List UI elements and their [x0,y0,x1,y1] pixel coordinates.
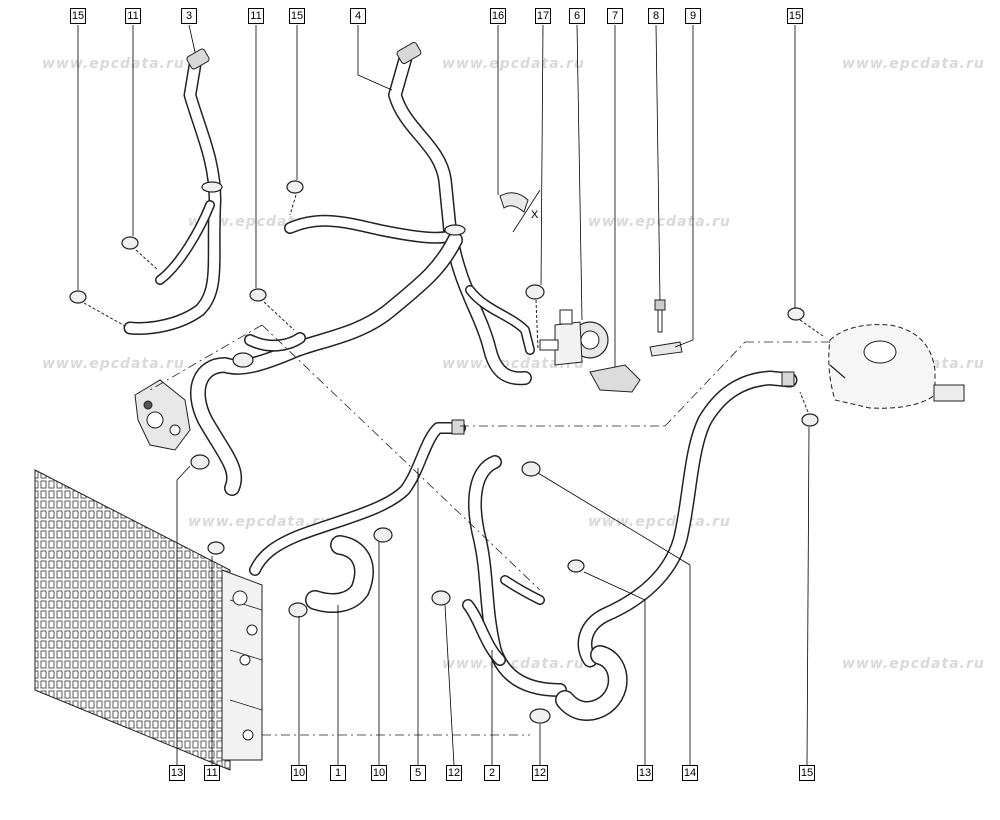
callout-7: 7 [607,8,623,24]
callout-17: 17 [535,8,551,24]
callout-16: 16 [490,8,506,24]
watermark: www.epcdata.ru [842,656,985,672]
watermark: www.epcdata.ru [188,514,331,530]
coolant-hoses [123,53,798,721]
callout-10: 10 [371,765,387,781]
callout-11: 11 [248,8,264,24]
watermark: www.epcdata.ru [842,56,985,72]
watermark: www.epcdata.ru [588,514,731,530]
watermark: www.epcdata.ru [442,356,585,372]
clamp-arrows [83,194,824,413]
callout-5: 5 [410,765,426,781]
watermark: www.epcdata.ru [442,656,585,672]
watermark: www.epcdata.ru [42,356,185,372]
callout-10: 10 [291,765,307,781]
assembly-lines [149,324,832,736]
radiator [34,469,263,771]
callout-13: 13 [637,765,653,781]
dimension-marker [512,189,541,233]
callout-leaders [77,24,810,766]
callout-3: 3 [181,8,197,24]
callout-4: 4 [350,8,366,24]
callout-12: 12 [446,765,462,781]
callout-14: 14 [682,765,698,781]
callout-15: 15 [799,765,815,781]
callout-13: 13 [169,765,185,781]
callout-6: 6 [569,8,585,24]
callout-15: 15 [289,8,305,24]
callout-1: 1 [330,765,346,781]
hose-clamps [69,180,819,724]
expansion-tank [828,324,965,409]
callout-12: 12 [532,765,548,781]
thermostat-housing [134,379,191,451]
watermark: www.epcdata.ru [42,56,185,72]
hose-clip [499,192,529,213]
watermark: www.epcdata.ru [442,56,585,72]
callout-2: 2 [484,765,500,781]
mounting-bolt [649,299,683,357]
quick-connectors [186,42,795,435]
dimension-label: X [531,209,539,221]
callout-8: 8 [648,8,664,24]
callout-15: 15 [787,8,803,24]
callout-11: 11 [125,8,141,24]
callout-9: 9 [685,8,701,24]
callout-15: 15 [70,8,86,24]
callout-11: 11 [204,765,220,781]
pump-bracket [589,364,641,393]
auxiliary-water-pump [539,309,609,366]
